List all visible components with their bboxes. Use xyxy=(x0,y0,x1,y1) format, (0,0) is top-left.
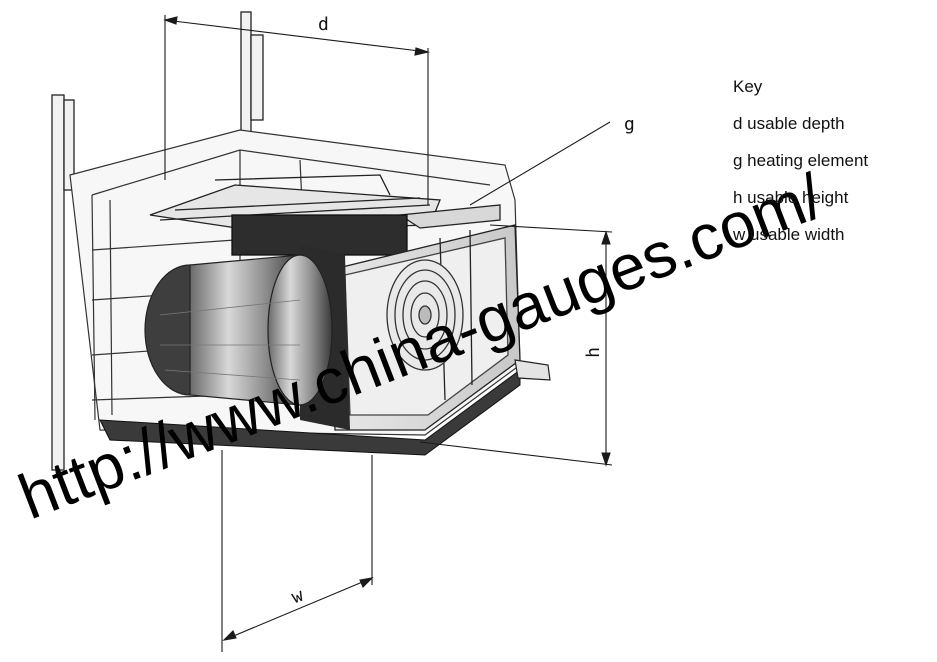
heating-element xyxy=(149,174,501,256)
key-item-h: h usable height xyxy=(733,188,849,207)
key-item-w: w usable width xyxy=(733,225,845,244)
rear-bracket xyxy=(514,359,551,381)
drum xyxy=(144,254,333,406)
dimension-label-h: h xyxy=(582,347,604,358)
key-legend: Key d usable depth g heating element h u… xyxy=(733,77,868,262)
mounting-rail-left xyxy=(51,94,75,471)
key-title: Key xyxy=(733,77,763,96)
key-item-g: g heating element xyxy=(733,151,869,170)
key-item-d: d usable depth xyxy=(733,114,845,133)
dimension-label-g: g xyxy=(624,114,635,135)
dimension-label-d: d xyxy=(318,14,329,35)
dimension-lines xyxy=(163,15,613,652)
convection-fan xyxy=(386,259,464,371)
